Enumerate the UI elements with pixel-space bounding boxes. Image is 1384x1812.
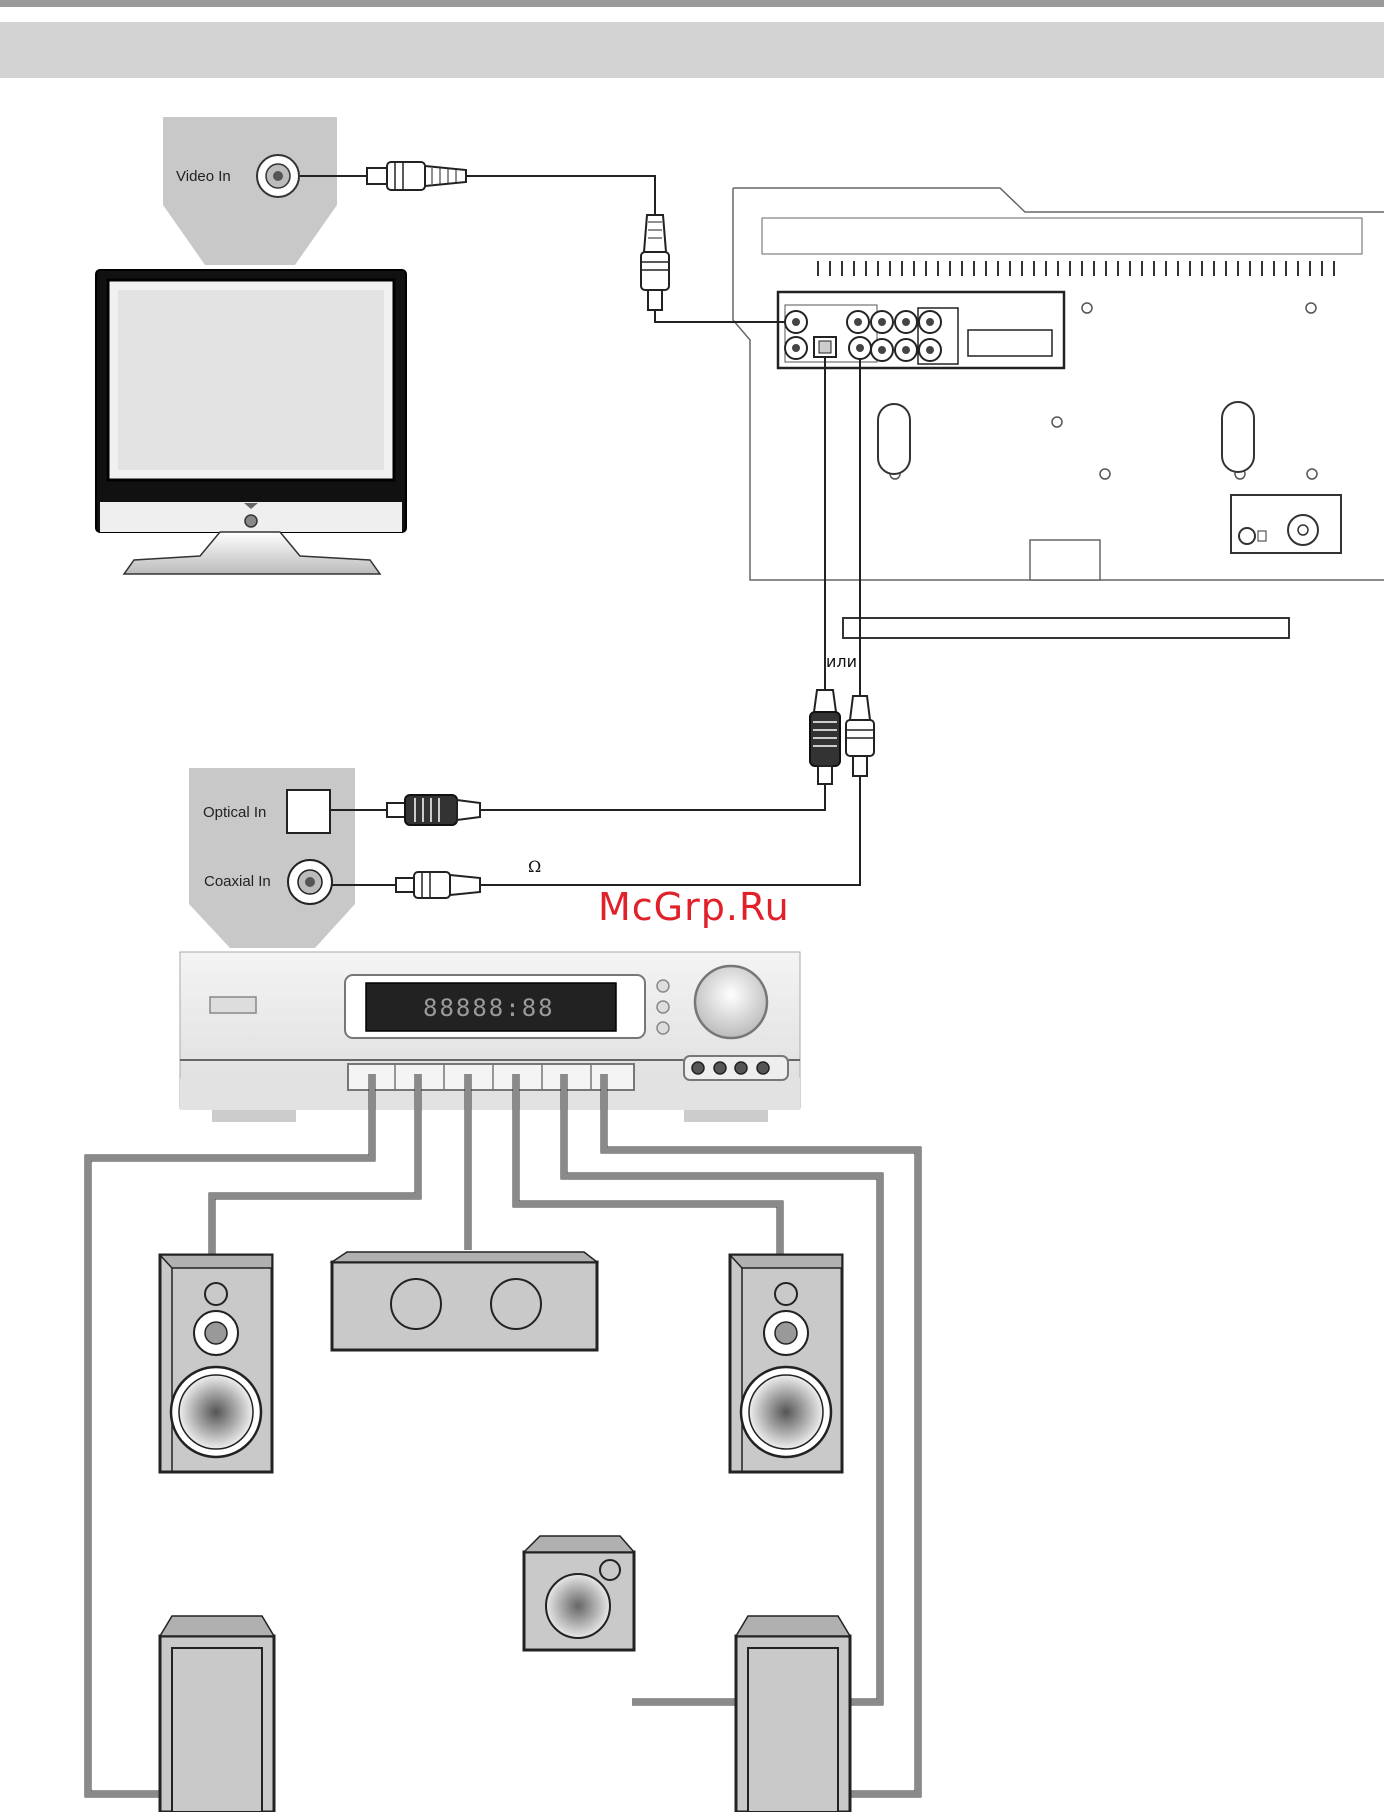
television [96, 270, 406, 574]
rear-right-speaker [736, 1616, 850, 1812]
player-jack-panel [778, 292, 1064, 368]
top-rule [0, 0, 1384, 7]
vent-slots [818, 261, 1334, 276]
woofer [179, 1375, 253, 1449]
coaxial-plug-vertical [846, 696, 874, 776]
center-speaker [332, 1252, 597, 1350]
scart-connector [968, 330, 1052, 356]
receiver-display-text: 88888:88 [423, 994, 555, 1022]
optical-plug-vertical [810, 690, 840, 784]
dc-power-jack [1239, 528, 1255, 544]
video-in-label: Video In [176, 168, 231, 185]
receiver-audio-callout: Optical In Coaxial In [189, 768, 355, 948]
or-label: или [826, 652, 857, 671]
player-rear-panel [733, 188, 1384, 638]
tv-video-callout: Video In [163, 117, 337, 265]
rear-left-speaker [160, 1616, 274, 1812]
front-left-speaker [160, 1255, 272, 1472]
audio-cables [480, 357, 860, 885]
header-bar [0, 22, 1384, 78]
av-receiver: 88888:88 [180, 952, 800, 1122]
tv-stand [124, 532, 380, 574]
tweeter [205, 1283, 227, 1305]
watermark: McGrp.Ru [598, 885, 790, 929]
player-mount-slots [878, 402, 1254, 474]
subwoofer [524, 1536, 634, 1650]
optical-in-label: Optical In [203, 804, 266, 821]
front-right-speaker [730, 1255, 842, 1472]
volume-knob [695, 966, 767, 1038]
player-power-panel [1231, 495, 1341, 553]
omega-label: Ω [528, 857, 541, 876]
optical-in-jack [287, 790, 330, 833]
tv-power-icon [245, 515, 257, 527]
coaxial-in-label: Coaxial In [204, 873, 271, 890]
